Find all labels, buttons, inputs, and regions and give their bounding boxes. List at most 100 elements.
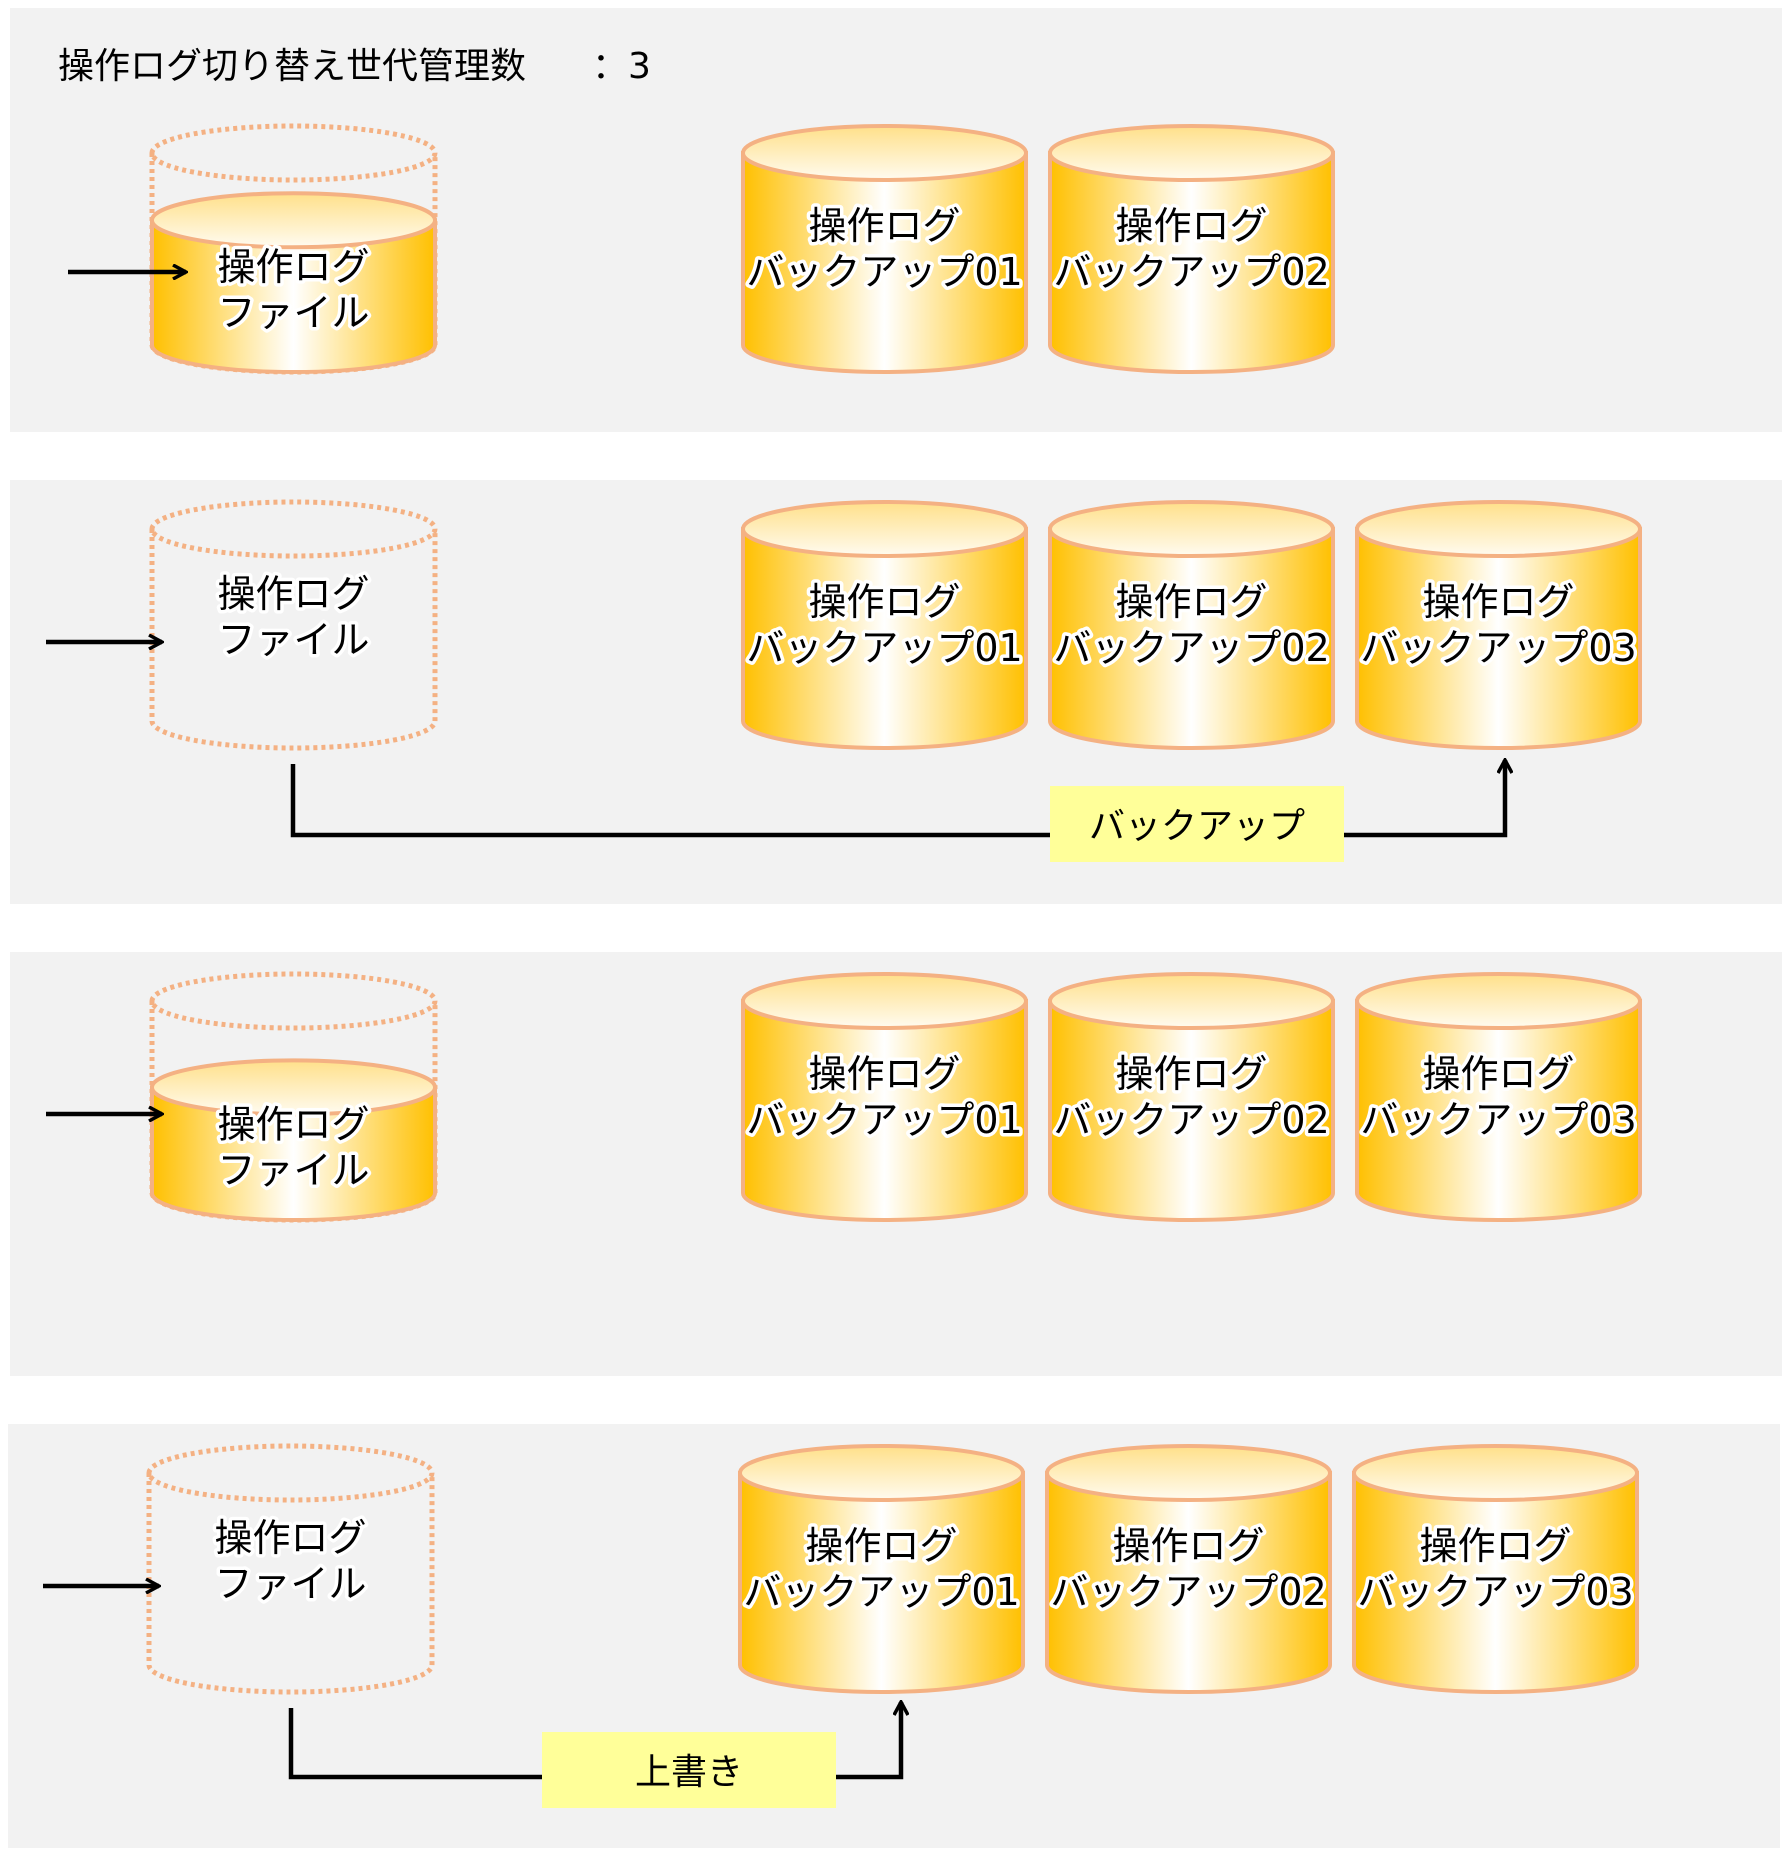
stage-1-backup-02-top	[1048, 124, 1335, 182]
stage-4-backup-03-label-line-1: 操作ログ	[1419, 1524, 1571, 1568]
stage-2-log-file-label-line-2: ファイル	[217, 618, 369, 662]
generation-count-label: 操作ログ切り替え世代管理数	[58, 46, 526, 87]
stage-3-backup-03-top	[1355, 972, 1642, 1030]
stage-2-backup-03-label-line-1: 操作ログ	[1422, 580, 1574, 624]
stage-3-backup-01-label-line-1: 操作ログ	[808, 1052, 960, 1096]
stage-2-backup-02-body	[1048, 527, 1335, 750]
stage-1-backup-01-label-line-2: バックアップ01	[746, 250, 1022, 294]
stage-4-backup-02-top	[1045, 1444, 1332, 1502]
stage-3-log-file-label-shadow-line-2: ファイル	[217, 1149, 369, 1193]
stage-1-backup-01-label-shadow-line-1: 操作ログ	[808, 204, 960, 248]
stage-4-backup-03-label-line-2: バックアップ03	[1357, 1570, 1633, 1614]
stage-3-log-file-top	[150, 1058, 437, 1117]
stage-4-log-file-outline-body	[146, 1473, 435, 1695]
stage-2-backup-02-label-shadow-line-1: 操作ログ	[1115, 580, 1267, 624]
stage-2-log-file-label-line-1: 操作ログ	[217, 572, 369, 616]
stage-4-backup-03-label-shadow-line-2: バックアップ03	[1357, 1570, 1633, 1614]
stage-3-backup-03-label-line-2: バックアップ03	[1360, 1098, 1636, 1142]
stage-3-backup-01-label-line-2: バックアップ01	[746, 1098, 1022, 1142]
stage-2-log-file-label-shadow-line-1: 操作ログ	[217, 572, 369, 616]
stage-4-log-file-label-shadow-line-1: 操作ログ	[214, 1516, 366, 1560]
stage-4-backup-01-label-line-1: 操作ログ	[805, 1524, 957, 1568]
stage-2-backup-02-label-line-1: 操作ログ	[1115, 580, 1267, 624]
stage-4-backup-02-label-shadow-line-1: 操作ログ	[1112, 1524, 1264, 1568]
stage-2-backup-03-label-line-2: バックアップ03	[1360, 626, 1636, 670]
stage-2-backup-03-top	[1355, 500, 1642, 558]
stage-4-log-file-label-line-2: ファイル	[214, 1562, 366, 1606]
stage-2-backup-02-label-shadow-line-2: バックアップ02	[1053, 626, 1329, 670]
stage-3-backup-01-label-shadow-line-2: バックアップ01	[746, 1098, 1022, 1142]
stage-4-backup-02-body	[1045, 1471, 1332, 1694]
stage-1-backup-02-label-shadow-line-2: バックアップ02	[1053, 250, 1329, 294]
stage-1-log-file	[150, 191, 437, 374]
stage-4-log-file-label-line-1: 操作ログ	[214, 1516, 366, 1560]
stage-1-backup-01-body	[741, 151, 1028, 374]
stage-1-backup-02-label-shadow-line-1: 操作ログ	[1115, 204, 1267, 248]
stage-4-log-file-outline	[146, 1443, 435, 1695]
stage-2-log-file-outline-body	[149, 529, 438, 751]
stage-3-backup-02-label-shadow-line-2: バックアップ02	[1053, 1098, 1329, 1142]
stage-1-backup-01-label-shadow-line-2: バックアップ01	[746, 250, 1022, 294]
stage-2-backup-01-label-line-1: 操作ログ	[808, 580, 960, 624]
stage-1-log-file-label-shadow-line-1: 操作ログ	[217, 245, 369, 289]
stage-3-backup-03-body	[1355, 999, 1642, 1222]
generation-count-value: ：3	[592, 46, 651, 87]
stage-2-backup-02-label-line-2: バックアップ02	[1053, 626, 1329, 670]
stage-4-backup-03-label-shadow-line-1: 操作ログ	[1419, 1524, 1571, 1568]
stage-4-backup-02-label-line-2: バックアップ02	[1050, 1570, 1326, 1614]
stage-3-log-file-label-shadow-line-1: 操作ログ	[217, 1103, 369, 1147]
stage-4-backup-01-body	[738, 1471, 1025, 1694]
stage-1-backup-02-body	[1048, 151, 1335, 374]
stage-2-log-file-label-shadow-line-2: ファイル	[217, 618, 369, 662]
stage-1-backup-02-label-line-1: 操作ログ	[1115, 204, 1267, 248]
stage-4-backup-02-label-shadow-line-2: バックアップ02	[1050, 1570, 1326, 1614]
stage-2-backup-callout-text: バックアップ	[1089, 806, 1305, 847]
stage-4-backup-01-label-shadow-line-1: 操作ログ	[805, 1524, 957, 1568]
stage-3-backup-01-label-shadow-line-1: 操作ログ	[808, 1052, 960, 1096]
stage-3-backup-03-label-line-1: 操作ログ	[1422, 1052, 1574, 1096]
stage-3-backup-01-body	[741, 999, 1028, 1222]
stage-3-log-file	[150, 1058, 437, 1222]
stage-1-backup-02-label-line-2: バックアップ02	[1053, 250, 1329, 294]
stage-4-backup-02-label-line-1: 操作ログ	[1112, 1524, 1264, 1568]
stage-1-backup-01-label-line-1: 操作ログ	[808, 204, 960, 248]
stage-1-log-file-label-line-1: 操作ログ	[217, 245, 369, 289]
stage-2-backup-01-label-shadow-line-1: 操作ログ	[808, 580, 960, 624]
stage-2-backup-callout	[1050, 786, 1344, 862]
stage-4-overwrite-callout	[542, 1732, 836, 1808]
stage-3-backup-02-top	[1048, 972, 1335, 1030]
stage-4-backup-01-label-shadow-line-2: バックアップ01	[743, 1570, 1019, 1614]
stage-2-backup-01-body	[741, 527, 1028, 750]
stage-1-log-file-body	[150, 218, 437, 374]
stage-3-backup-01-top	[741, 972, 1028, 1030]
stage-3-backup-02-label-line-2: バックアップ02	[1053, 1098, 1329, 1142]
stage-2-backup-01-label-line-2: バックアップ01	[746, 626, 1022, 670]
stage-2-log-file-outline	[149, 499, 438, 751]
stage-1-backup-01-top	[741, 124, 1028, 182]
stage-3-backup-02-body	[1048, 999, 1335, 1222]
cylinder-layer: 操作ログ操作ログファイルファイル操作ログ操作ログバックアップ01バックアップ01…	[146, 123, 1642, 1695]
stage-3-log-file-body	[150, 1085, 437, 1222]
stage-3-log-file-label-line-2: ファイル	[217, 1149, 369, 1193]
stage-1-log-file-top	[150, 191, 437, 250]
stage-3-backup-03-label-shadow-line-2: バックアップ03	[1360, 1098, 1636, 1142]
stage-4-backup-01-label-line-2: バックアップ01	[743, 1570, 1019, 1614]
stage-1-log-file-label-line-2: ファイル	[217, 291, 369, 335]
stage-4-backup-03-body	[1352, 1471, 1639, 1694]
stage-2-backup-01-top	[741, 500, 1028, 558]
stage-4-overwrite-callout-text: 上書き	[635, 1752, 743, 1793]
